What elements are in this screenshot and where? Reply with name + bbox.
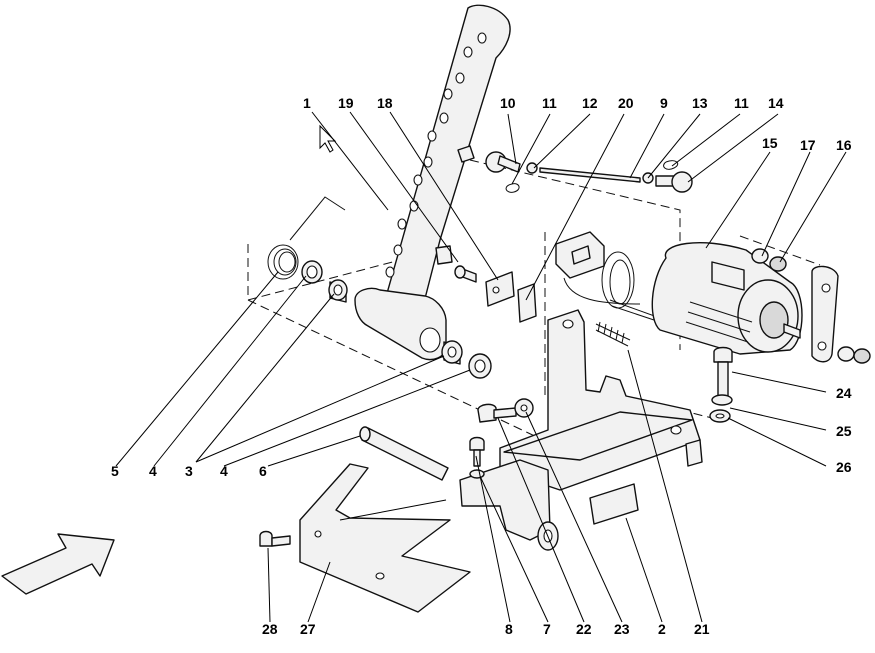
wiring-harness xyxy=(555,231,661,323)
sensor-bracket xyxy=(454,265,537,323)
callout-4-left: 4 xyxy=(149,463,157,479)
pedal-holes xyxy=(385,32,487,278)
callout-7: 7 xyxy=(543,621,551,637)
callout-17: 17 xyxy=(800,137,816,153)
callout-11-right: 11 xyxy=(734,95,749,111)
callout-15: 15 xyxy=(762,135,778,151)
callout-19: 19 xyxy=(338,95,354,111)
callout-21: 21 xyxy=(694,621,710,637)
direction-arrow xyxy=(1,533,115,595)
callout-10: 10 xyxy=(500,95,516,111)
accelerator-pedal xyxy=(354,4,511,361)
callout-1: 1 xyxy=(303,95,311,111)
callout-5: 5 xyxy=(111,463,119,479)
pivot-washers-bushings xyxy=(301,260,492,379)
heel-plate xyxy=(259,463,471,613)
base-bolts xyxy=(469,398,534,479)
callout-8: 8 xyxy=(505,621,513,637)
sensor-mount-plate xyxy=(751,248,871,364)
mouse-cursor-icon xyxy=(319,124,337,153)
callout-18: 18 xyxy=(377,95,393,111)
sensor-bolt xyxy=(709,346,733,423)
callout-23: 23 xyxy=(614,621,630,637)
pedal-position-sensor xyxy=(651,241,803,355)
pedal-base-bracket xyxy=(459,309,703,551)
leader-lines xyxy=(115,111,847,623)
callout-13: 13 xyxy=(692,95,708,111)
pedal-pivot-hole xyxy=(419,327,441,353)
callout-27: 27 xyxy=(300,621,316,637)
callout-3: 3 xyxy=(185,463,193,479)
callout-9: 9 xyxy=(660,95,668,111)
callout-2: 2 xyxy=(658,621,666,637)
callout-14: 14 xyxy=(768,95,784,111)
callout-12: 12 xyxy=(582,95,598,111)
return-spring xyxy=(267,196,346,280)
pivot-pin xyxy=(359,426,449,481)
callout-22: 22 xyxy=(576,621,592,637)
callout-16: 16 xyxy=(836,137,852,153)
callout-28: 28 xyxy=(262,621,278,637)
callout-26: 26 xyxy=(836,459,852,475)
callout-labels: 1 19 18 10 11 12 20 9 13 11 14 15 17 16 … xyxy=(111,95,852,637)
callout-24: 24 xyxy=(836,385,852,401)
linkage-rod xyxy=(485,151,693,193)
callout-25: 25 xyxy=(836,423,852,439)
callout-4-right: 4 xyxy=(220,463,228,479)
callout-6: 6 xyxy=(259,463,267,479)
callout-11-left: 11 xyxy=(542,95,557,111)
pedal-spring xyxy=(595,321,631,347)
callout-20: 20 xyxy=(618,95,634,111)
